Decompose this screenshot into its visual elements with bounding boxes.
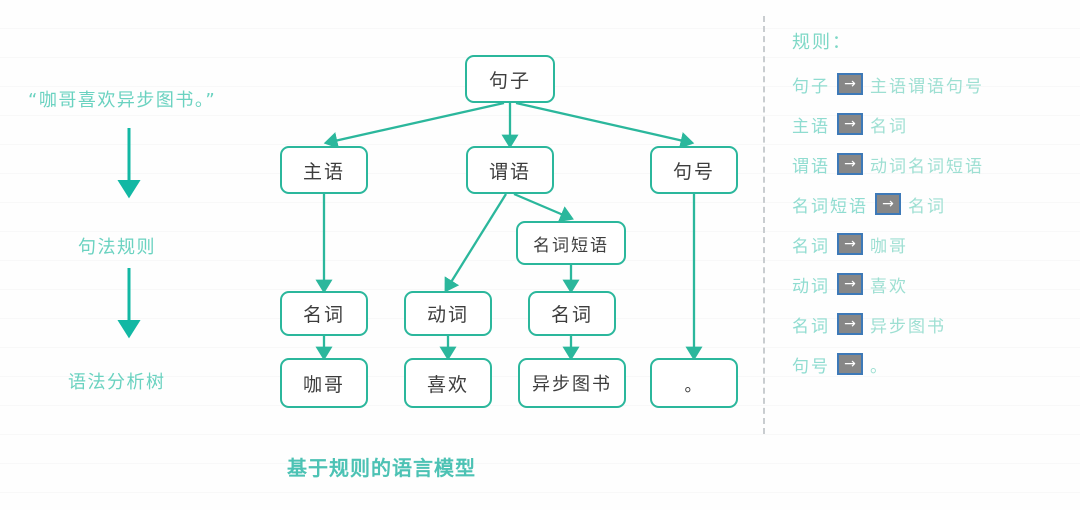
rule-arrow-icon: → xyxy=(875,193,901,215)
rule-rhs: 。 xyxy=(870,356,889,377)
rule-row: 谓语 → 动词名词短语 xyxy=(792,148,1072,180)
rule-lhs: 名词 xyxy=(792,236,830,257)
rule-lhs: 谓语 xyxy=(792,156,830,177)
rule-row: 主语 → 名词 xyxy=(792,108,1072,140)
rule-rhs: 动词名词短语 xyxy=(870,156,984,177)
tree-node-period[interactable]: 句号 xyxy=(650,146,738,194)
rule-row: 名词 → 咖哥 xyxy=(792,228,1072,260)
syntax-rules-label: 句法规则 xyxy=(78,237,156,258)
edge-sentence-subject xyxy=(323,101,505,149)
rules-panel-title: 规则： xyxy=(792,32,852,53)
rule-row: 名词短语 → 名词 xyxy=(792,188,1072,220)
rule-arrow-icon: → xyxy=(837,113,863,135)
rule-row: 名词 → 异步图书 xyxy=(792,308,1072,340)
tree-node-predicate[interactable]: 谓语 xyxy=(466,146,554,194)
rule-rhs: 喜欢 xyxy=(870,276,908,297)
rule-lhs: 句号 xyxy=(792,356,830,377)
rule-arrow-icon: → xyxy=(837,313,863,335)
tree-node-noun-1[interactable]: 名词 xyxy=(280,291,368,336)
rule-lhs: 名词短语 xyxy=(792,196,868,217)
tree-node-sentence[interactable]: 句子 xyxy=(465,55,555,103)
rule-arrow-icon: → xyxy=(837,233,863,255)
edge-predicate-verb xyxy=(444,193,507,293)
edge-sentence-period xyxy=(515,101,695,149)
rule-row: 句号 → 。 xyxy=(792,348,1072,380)
tree-leaf-kage[interactable]: 咖哥 xyxy=(280,358,368,408)
vertical-divider xyxy=(763,16,765,434)
rule-rhs: 主语谓语句号 xyxy=(870,76,984,97)
rules-panel: 规则： 句子 → 主语谓语句号 主语 → 名词 谓语 → 动词名词短语 名词短语… xyxy=(792,28,1072,388)
rule-rhs: 名词 xyxy=(870,116,908,137)
rule-arrow-icon: → xyxy=(837,353,863,375)
tree-leaf-xihuan[interactable]: 喜欢 xyxy=(404,358,492,408)
tree-node-noun-phrase[interactable]: 名词短语 xyxy=(516,221,626,265)
rule-lhs: 主语 xyxy=(792,116,830,137)
rule-row: 动词 → 喜欢 xyxy=(792,268,1072,300)
rule-lhs: 动词 xyxy=(792,276,830,297)
rule-lhs: 名词 xyxy=(792,316,830,337)
parse-tree-label: 语法分析树 xyxy=(68,372,166,393)
tree-node-verb[interactable]: 动词 xyxy=(404,291,492,336)
rule-rhs: 咖哥 xyxy=(870,236,908,257)
rule-arrow-icon: → xyxy=(837,153,863,175)
rule-arrow-icon: → xyxy=(837,73,863,95)
source-sentence-text: “咖哥喜欢异步图书。” xyxy=(28,90,217,111)
tree-leaf-period-mark[interactable]: 。 xyxy=(650,358,738,408)
tree-node-subject[interactable]: 主语 xyxy=(280,146,368,194)
tree-node-noun-2[interactable]: 名词 xyxy=(528,291,616,336)
tree-leaf-yibu-tushu[interactable]: 异步图书 xyxy=(518,358,626,408)
rule-rhs: 名词 xyxy=(908,196,946,217)
rule-rhs: 异步图书 xyxy=(870,316,946,337)
rule-lhs: 句子 xyxy=(792,76,830,97)
rule-row: 句子 → 主语谓语句号 xyxy=(792,68,1072,100)
rule-arrow-icon: → xyxy=(837,273,863,295)
figure-caption: 基于规则的语言模型 xyxy=(287,456,476,480)
edge-predicate-nounphrase xyxy=(513,192,574,222)
